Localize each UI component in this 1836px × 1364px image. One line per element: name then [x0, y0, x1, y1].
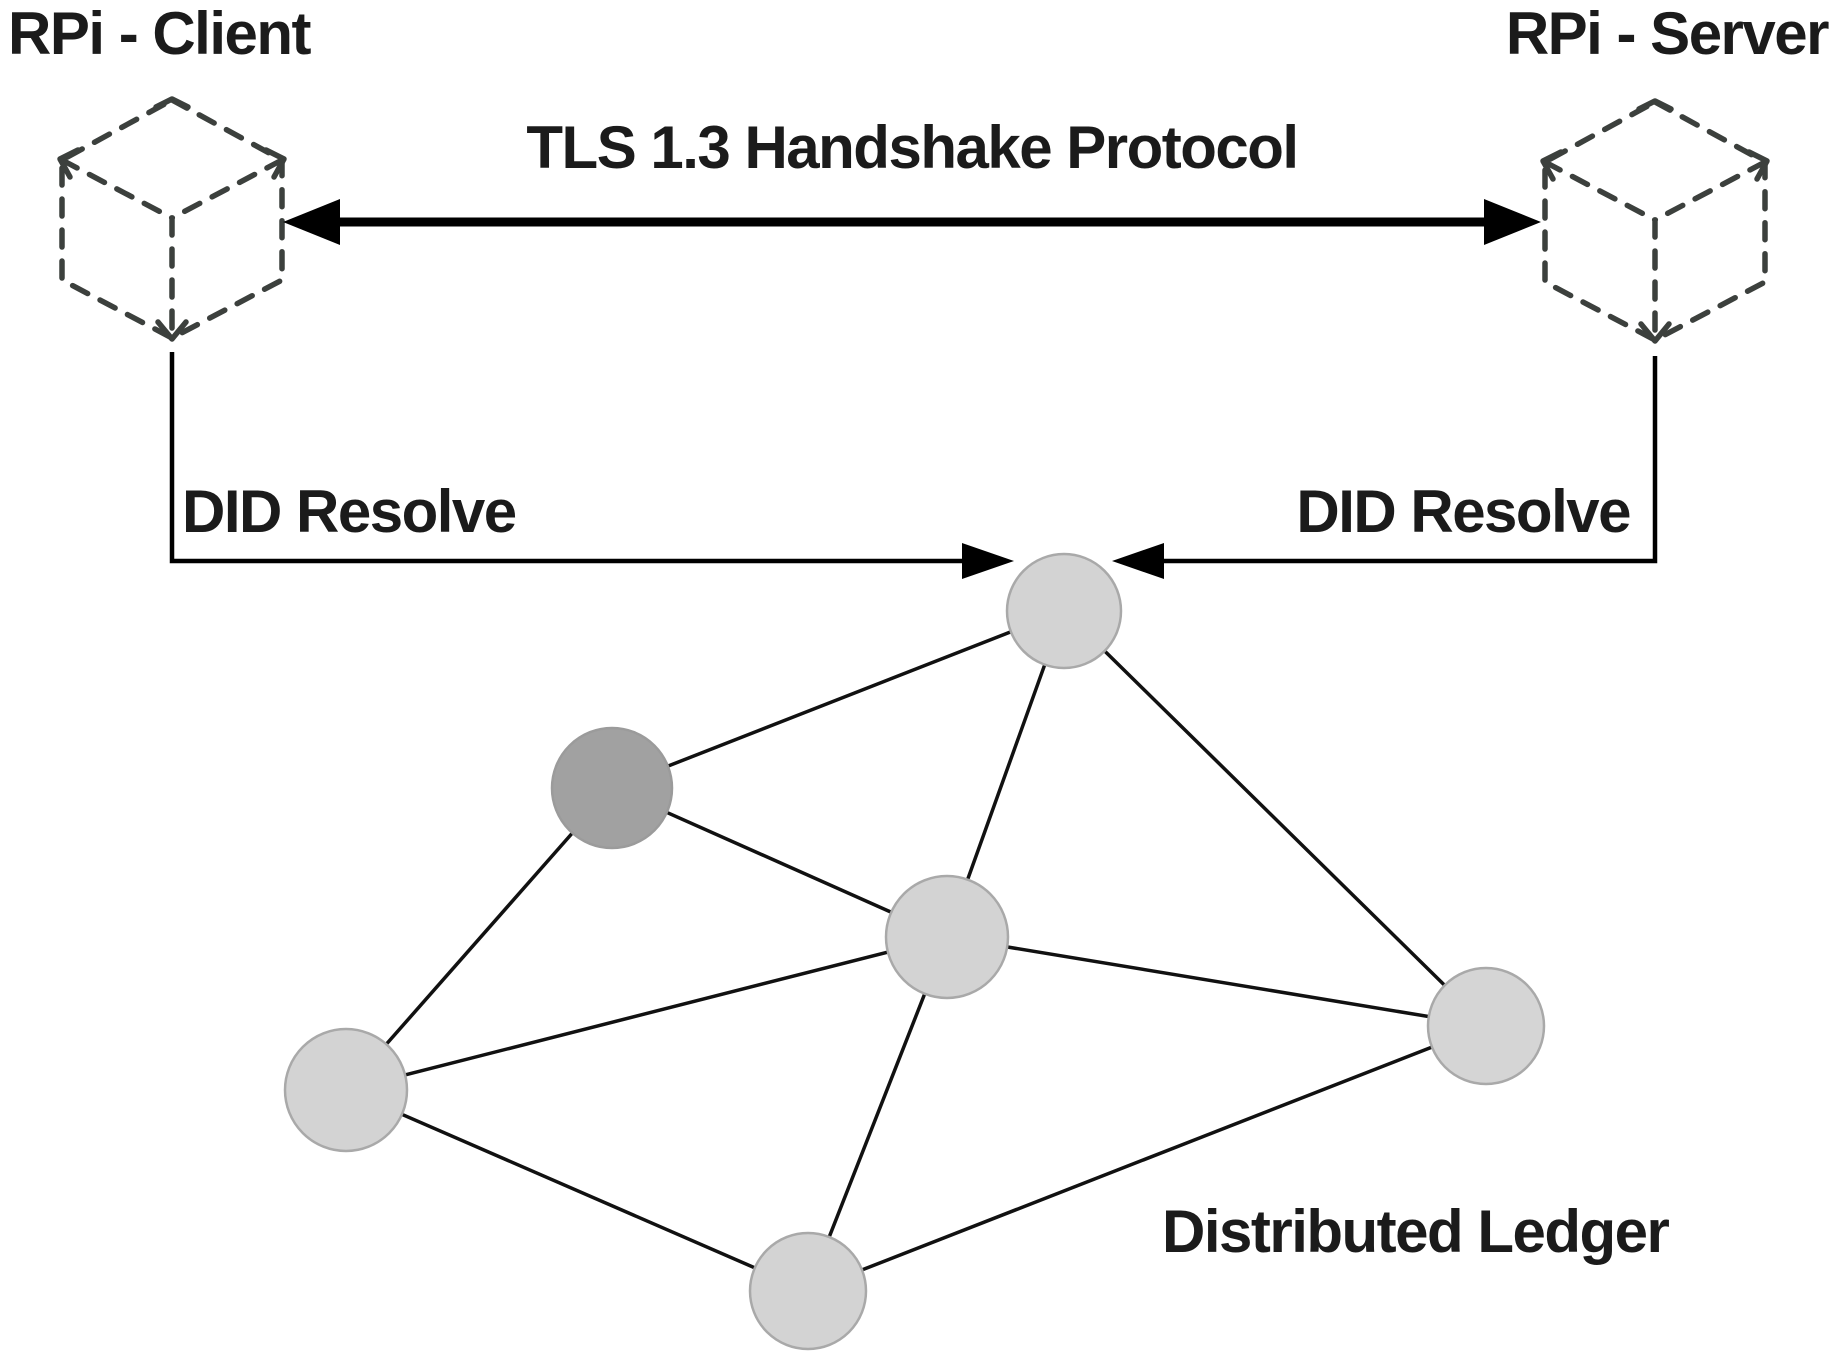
did-left-line — [169, 352, 966, 564]
did-right-arrowhead — [1112, 543, 1164, 579]
ledger-node-n3 — [884, 874, 1010, 1000]
ledger-edge-n3-n6 — [806, 936, 949, 1292]
distributed-ledger-label: Distributed Ledger — [1162, 1198, 1670, 1265]
distributed-ledger-graph — [283, 552, 1546, 1351]
did-resolve-arrow-left — [169, 352, 1014, 579]
ledger-edge-n3-n5 — [345, 935, 948, 1092]
tls-handshake-arrow — [283, 199, 1541, 245]
did-resolve-label-right: DID Resolve — [1296, 478, 1631, 545]
ledger-edge-n1-n4 — [1062, 609, 1488, 1028]
ledger-node-n4 — [1426, 966, 1546, 1086]
client-title: RPi - Client — [8, 0, 312, 67]
ledger-node-n5 — [283, 1027, 409, 1153]
ledger-node-n6 — [748, 1231, 868, 1351]
tls-arrowhead-right — [1484, 199, 1541, 245]
client-cube-icon — [60, 99, 284, 339]
ledger-node-n1 — [1005, 552, 1123, 670]
did-resolve-label-left: DID Resolve — [182, 478, 517, 545]
tls-arrowhead-left — [283, 199, 340, 245]
did-left-arrowhead — [962, 543, 1014, 579]
ledger-edge-n1-n2 — [611, 609, 1065, 790]
ledger-edge-n4-n6 — [807, 1024, 1487, 1293]
did-resolve-arrow-right — [1112, 356, 1658, 579]
ledger-edge-n2-n5 — [344, 786, 614, 1092]
did-right-line — [1160, 356, 1658, 564]
ledger-edge-n3-n4 — [946, 935, 1487, 1028]
ledger-node-n2 — [550, 726, 674, 850]
server-cube-icon — [1543, 101, 1767, 341]
tls-handshake-label: TLS 1.3 Handshake Protocol — [526, 114, 1299, 181]
server-title: RPi - Server — [1505, 0, 1830, 67]
ledger-edge-n5-n6 — [345, 1088, 809, 1293]
